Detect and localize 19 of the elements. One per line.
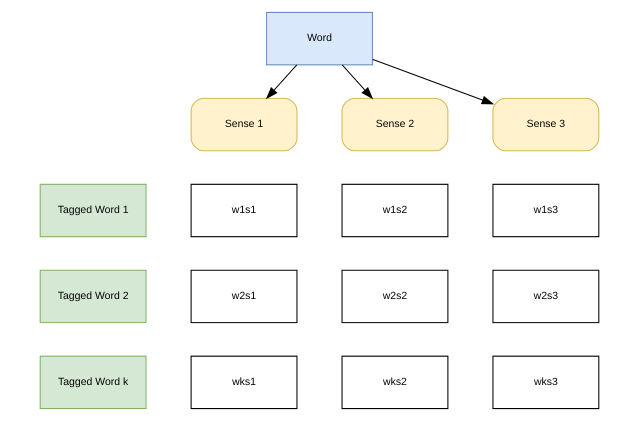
node-box: Sense 2 xyxy=(342,98,448,152)
node-box: Tagged Word 2 xyxy=(40,270,147,324)
node-box: wks2 xyxy=(342,356,448,410)
node-box: Tagged Word 1 xyxy=(40,184,147,238)
arrow xyxy=(342,64,374,100)
node-box: w1s2 xyxy=(342,184,448,238)
arrow xyxy=(372,58,494,104)
node-box: w1s1 xyxy=(190,184,298,238)
node-box: w1s3 xyxy=(492,184,600,238)
arrow xyxy=(266,64,298,100)
node-box: wks3 xyxy=(492,356,600,410)
node-box: wks1 xyxy=(190,356,298,410)
node-box: Sense 3 xyxy=(492,98,600,152)
node-box: Word xyxy=(266,12,373,66)
node-box: Tagged Word k xyxy=(40,356,147,410)
node-box: Sense 1 xyxy=(190,98,298,152)
node-box: w2s3 xyxy=(492,270,600,324)
node-box: w2s1 xyxy=(190,270,298,324)
node-box: w2s2 xyxy=(342,270,448,324)
